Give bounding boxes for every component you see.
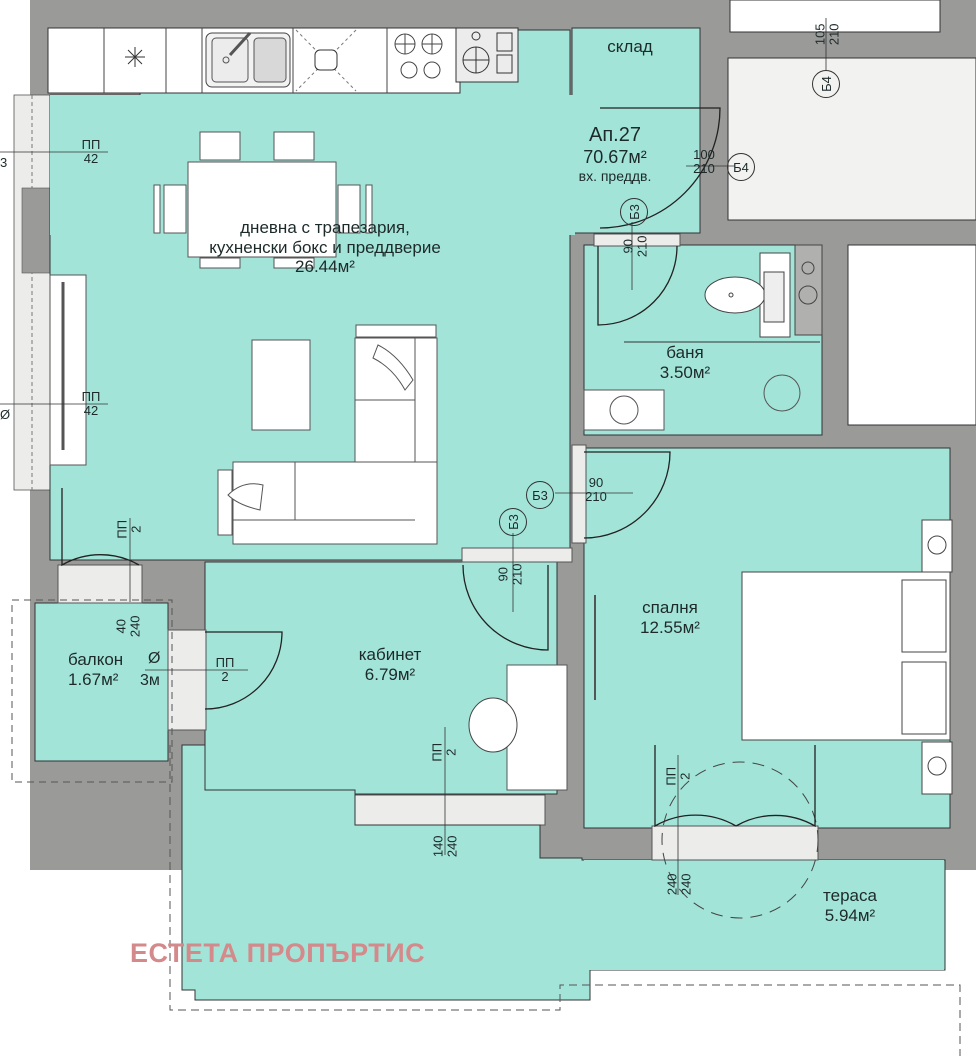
office-window-opening (354, 794, 546, 826)
office-area: 6.79м² (364, 664, 416, 684)
bedroom-label: спалня 12.55м² (620, 598, 720, 637)
balcony-door-opening (57, 564, 143, 604)
terrace-label: тераса 5.94м² (805, 886, 895, 925)
window-label-office: ПП 2 (429, 742, 459, 762)
entry-door-dims: 100 210 (693, 147, 715, 177)
office-balcony-opening (167, 629, 207, 731)
left-pillar (21, 187, 51, 274)
balcony-area: 1.67м² (68, 669, 119, 689)
wardrobe-left (49, 274, 87, 466)
office-door-dims: 90 210 (495, 563, 525, 586)
sofa (217, 324, 438, 545)
bathroom-name: баня (666, 343, 704, 362)
bedroom-name: спалня (642, 598, 698, 617)
living-room-area: 26.44м² (295, 257, 355, 277)
dimension-lines (0, 18, 827, 895)
pipe-icon (801, 261, 815, 275)
bedroom-door-swing (583, 451, 671, 539)
washbasin-icon (583, 389, 665, 431)
stove-icon (394, 33, 443, 79)
bath-door-swing (597, 245, 678, 326)
living-room-name-line2: кухненски бокс и преддверие (209, 237, 441, 257)
watermark: ЕСТЕТА ПРОПЪРТИС (130, 938, 426, 968)
top-right-void (729, 0, 941, 33)
balcony-symbol: Ø (148, 650, 161, 667)
balcony-label: балкон 1.67м² (68, 650, 148, 689)
door-tag-bedroom: Б3 (526, 481, 554, 509)
terrace-fill (584, 860, 944, 970)
office-balcony-door-swing (204, 631, 283, 710)
window-label-bedroom: ПП 2 (663, 766, 693, 786)
terrace-door-swing (654, 745, 816, 828)
balcony-floor (34, 602, 169, 762)
entry-hall-label: вх. преддв. (578, 167, 652, 184)
window-label-office-balcony: ПП 2 (215, 655, 235, 685)
balcony-extra-mark: 3м (140, 672, 160, 689)
door-tag-bath: Б3 (620, 198, 648, 226)
apartment-number: Ап.27 (589, 124, 641, 146)
washer-icon (455, 27, 519, 83)
bathroom-label: баня 3.50м² (645, 343, 725, 382)
right-void (847, 244, 976, 426)
bedroom-terrace-door-dims: 240 240 (664, 873, 694, 896)
office-chair (468, 697, 518, 753)
office-label: кабинет 6.79м² (345, 645, 435, 684)
bedroom-door-opening (571, 444, 587, 544)
dishwasher-icon (295, 29, 357, 92)
office-name: кабинет (358, 645, 422, 664)
balcony-railing (11, 599, 173, 783)
entry-door-swing (599, 107, 721, 229)
apartment-label: Ап.27 70.67м² вх. преддв. (560, 124, 670, 184)
living-room-label: дневна с трапезария, кухненски бокс и пр… (170, 218, 480, 277)
bedroom-door-dims: 90 210 (585, 475, 607, 505)
toilet-icon (704, 252, 791, 338)
apartment-area: 70.67м² (583, 147, 647, 167)
dining-table (153, 131, 373, 269)
top-door-dims: 105 210 (812, 23, 842, 46)
door-tag-office: Б3 (499, 508, 527, 536)
fridge-icon (125, 47, 145, 67)
left-edge-mark-top: 3 (0, 155, 8, 170)
corridor-cutout (727, 57, 976, 221)
office-window-dims: 140 240 (430, 835, 460, 858)
balcony-opening-dims: 40 240 (113, 615, 143, 638)
window-label-left-top: ПП 42 (81, 137, 101, 167)
living-room-name-line1: дневна с трапезария, (240, 218, 410, 237)
left-edge-mark-mid: Ø (0, 407, 11, 422)
shower-head-icon (763, 374, 801, 412)
terrace-railing (169, 745, 961, 1056)
window-label-balcony-door: ПП 2 (114, 519, 144, 539)
sink-icon (205, 31, 291, 88)
drain-icon (798, 285, 818, 305)
bath-pipe-shaft (794, 244, 823, 336)
office-door-swing (462, 564, 549, 651)
coffee-table (251, 339, 311, 431)
storage-label: склад (607, 37, 653, 56)
door-tag-top: Б4 (812, 70, 840, 98)
balcony-name: балкон (68, 650, 124, 669)
office-floor (204, 561, 558, 795)
terrace-name: тераса (823, 886, 877, 905)
left-exterior (0, 0, 14, 600)
office-door-opening (461, 547, 573, 563)
bedroom-area: 12.55м² (640, 617, 700, 637)
terrace-door-opening (651, 825, 819, 861)
door-tag-entry: Б4 (727, 153, 755, 181)
window-label-left-mid: ПП 42 (81, 389, 101, 419)
bed (741, 519, 953, 795)
bath-door-dims: 90 210 (620, 235, 650, 258)
terrace-area: 5.94м² (824, 905, 876, 925)
bathroom-door-opening (593, 233, 681, 247)
bathroom-area: 3.50м² (659, 362, 711, 382)
door-swing-arc (661, 761, 819, 919)
